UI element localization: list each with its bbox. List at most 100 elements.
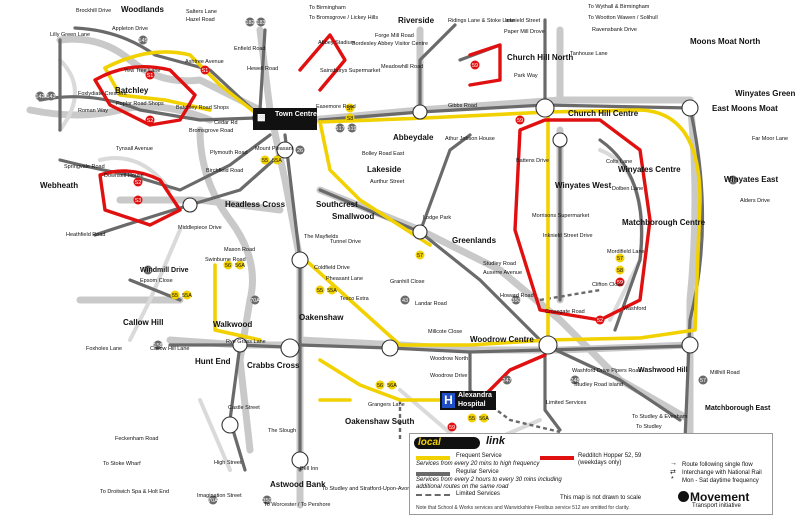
asterisk-icon: * [671,476,674,483]
street-label: Mason Road [224,247,255,253]
label-woodlands: Woodlands [121,5,165,14]
street-label: Batchley Road Shops [176,105,229,111]
street-label: Studley Road [483,261,516,267]
svg-text:59: 59 [449,425,455,431]
street-label: The Slough [268,428,296,434]
street-label: Imagination Street [197,493,242,499]
label-church-hill-centre: Church Hill Centre [568,109,639,118]
svg-text:52: 52 [597,318,603,324]
street-label: Tunnel Drive [330,239,361,245]
street-label: Gibbs Road [448,103,477,109]
svg-text:S1: S1 [147,73,154,79]
street-label: Tynsall Avenue [116,146,153,152]
street-label: Foxholes Lane [86,346,122,352]
street-label: To Stoke Wharf [103,461,141,467]
street-label: Forge Mill Road [375,33,414,39]
street-label: Callow Hill Lane [150,346,189,352]
street-label: High Street [214,460,242,466]
limited-swatch [416,494,450,496]
svg-text:56: 56 [377,383,383,389]
label-webheath: Webheath [40,181,78,190]
street-label: Park Way [514,73,538,79]
street-label: Poplar Road Shops [116,101,164,107]
svg-text:S3: S3 [135,198,142,204]
town-centre-label: Town Centre [275,111,317,118]
svg-text:55A: 55A [272,158,282,164]
street-label: Morrisons Supermarket [532,213,590,219]
svg-text:S2: S2 [135,180,142,186]
label-riverside: Riverside [398,16,435,25]
label-greenlands: Greenlands [452,236,497,245]
label-southcrest: Southcrest [316,200,358,209]
svg-text:58: 58 [730,178,736,184]
street-label: To Studley & Evesham [632,414,688,420]
street-label: Landar Road [415,301,447,307]
street-label: Millhill Road [710,370,740,376]
hospital-name-line2: Hospital [458,401,486,408]
regular-desc: Services from every 2 hours to every 30 … [416,477,562,490]
street-label: Tanhouse Lane [570,51,608,57]
label-oakenshaw-south: Oakenshaw South [345,417,414,426]
svg-text:59: 59 [472,63,478,69]
label-crabbs-cross: Crabbs Cross [247,361,300,370]
label-hunt-end: Hunt End [195,357,231,366]
street-label: Cedar Rd [214,120,238,126]
svg-text:70A: 70A [208,498,218,504]
street-label: Bell Inn [300,466,318,472]
street-label: Crossgate Road [545,309,585,315]
hospital-badge: H Alexandra Hospital [440,391,496,410]
svg-text:158: 158 [143,268,152,274]
street-label: Paper Mill Drove [504,29,545,35]
label-winyates-centre: Winyates Centre [618,165,681,174]
svg-text:350: 350 [262,498,271,504]
label-winyates-green: Winyates Green [735,89,796,98]
street-label: Lodge Park [423,215,451,221]
street-label: Birchfield Road [206,168,243,174]
street-label: Dolben Lane [612,186,643,192]
street-label: Lilly Green Lane [50,32,90,38]
street-label: Meadowhill Road [381,64,423,70]
street-label: Washford [623,306,646,312]
street-label: Sainsburys Supermarket [320,68,381,74]
street-label: To Studley and Stratford-Upon-Avon [322,486,410,492]
hopper-swatch [540,456,574,460]
mon-sat-key: Mon - Sat daytime frequency [682,478,759,484]
street-label: Castle Street [228,405,260,411]
label-astwood-bank: Astwood Bank [270,480,326,489]
svg-text:S1: S1 [202,68,209,74]
street-label: Appleton Drive [112,26,148,32]
svg-text:56A: 56A [235,263,245,269]
street-label: Mount Pleasant [255,146,294,152]
street-label: Hazel Road [186,17,215,23]
svg-text:S2: S2 [147,118,154,124]
svg-text:S7: S7 [347,106,354,112]
frequent-desc: Services from every 20 mins to high freq… [416,461,540,467]
street-label: Washford Drive Pipers Road [572,368,642,374]
hopper-title: Redditch Hopper 52, 59 [578,453,642,459]
street-label: Millcote Close [428,329,462,335]
street-label: To Studley [636,424,662,430]
street-label: Abbey Stadium [318,40,356,46]
svg-text:55: 55 [469,416,475,422]
label-batchley: Batchley [115,86,149,95]
regular-swatch [416,472,450,476]
scale-note: This map is not drawn to scale [560,495,642,501]
svg-text:59: 59 [617,280,623,286]
svg-text:55: 55 [172,293,178,299]
operator-sub: Transport initiative [692,503,741,509]
street-label: Alders Drive [740,198,770,204]
svg-text:248: 248 [570,378,579,384]
street-label: Howard Road [500,293,534,299]
label-lakeside: Lakeside [367,165,402,174]
label-church-hill-north: Church Hill North [507,53,573,62]
legend-brand-suffix: link [486,435,505,447]
label-abbeydale: Abbeydale [393,133,434,142]
svg-text:182: 182 [245,20,254,26]
svg-text:55: 55 [317,288,323,294]
train-icon: ▩ [257,112,266,122]
street-label: Tesco Extra [340,296,370,302]
street-label: Hewell Road [247,66,278,72]
svg-text:519: 519 [347,126,356,132]
